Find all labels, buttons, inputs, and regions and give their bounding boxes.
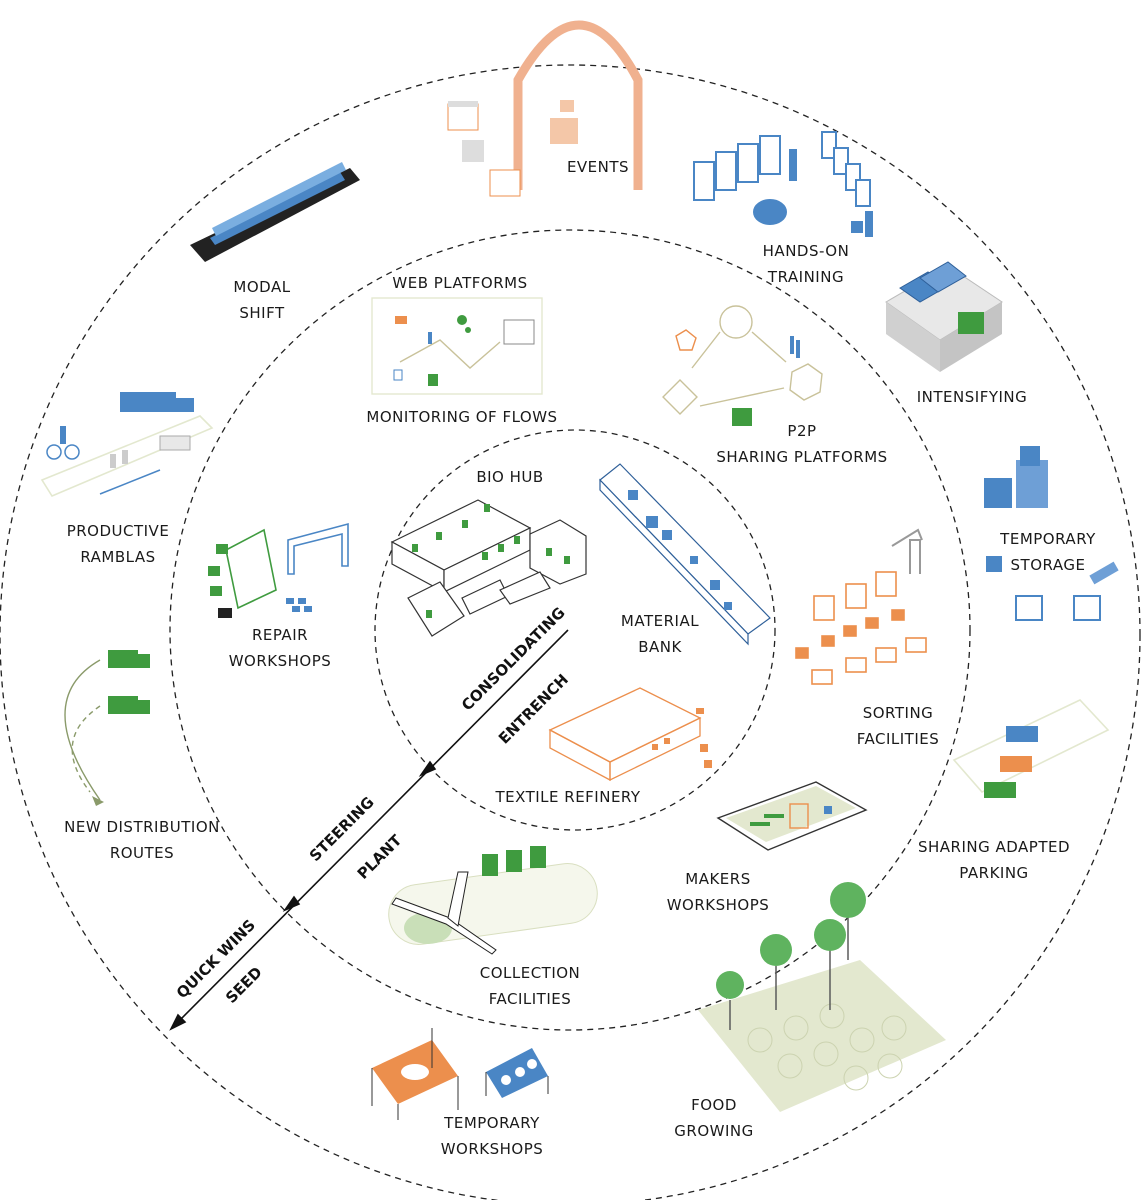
label-web-platforms: WEB PLATFORMS bbox=[392, 274, 528, 292]
repair-icon bbox=[208, 522, 349, 618]
ramblas-icon bbox=[40, 392, 214, 498]
label-events: EVENTS bbox=[566, 158, 630, 176]
storage-icon bbox=[984, 446, 1119, 621]
makers-icon bbox=[716, 781, 868, 851]
middle-ring bbox=[169, 229, 971, 1031]
web-platforms-panel bbox=[371, 297, 543, 395]
label-bio-hub: BIO HUB bbox=[476, 468, 544, 486]
inner-ring bbox=[374, 429, 776, 831]
bio-hub-icon bbox=[390, 499, 587, 637]
food-growing-icon bbox=[698, 882, 946, 1112]
training-icon bbox=[693, 131, 873, 237]
label-intensifying: INTENSIFYING bbox=[916, 388, 1028, 406]
phase-arrow bbox=[169, 629, 569, 1031]
events-icon bbox=[447, 20, 643, 197]
temp-workshops-icon bbox=[371, 1028, 549, 1120]
label-textile-refinery: TEXTILE REFINERY bbox=[495, 788, 641, 806]
distribution-routes-icon bbox=[64, 650, 150, 806]
p2p-icon bbox=[662, 305, 823, 426]
collection-icon bbox=[388, 846, 598, 955]
intensifying-icon bbox=[885, 261, 1003, 372]
sorting-icon bbox=[795, 528, 927, 685]
parking-icon bbox=[952, 699, 1110, 798]
label-monitoring-of-flows: MONITORING OF FLOWS bbox=[366, 408, 558, 426]
outer-ring bbox=[0, 64, 1141, 1200]
textile-refinery-icon bbox=[548, 687, 712, 782]
material-bank-icon bbox=[599, 463, 771, 646]
ship-icon bbox=[190, 162, 360, 262]
